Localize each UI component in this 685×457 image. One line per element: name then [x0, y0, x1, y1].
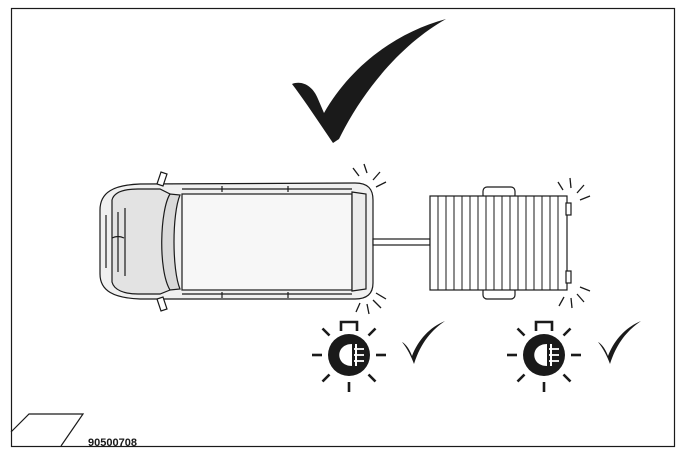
van-top-view-icon — [99, 171, 374, 312]
van-light-flash-marks — [352, 163, 387, 315]
large-checkmark-icon — [292, 19, 446, 143]
rear-fog-light-icon — [310, 320, 388, 394]
trailer-top-view-icon — [429, 186, 572, 300]
trailer-drawbar — [372, 238, 431, 246]
rear-fog-light-icon — [505, 320, 583, 394]
figure-frame — [10, 7, 676, 448]
checkmark-icon — [402, 321, 445, 364]
figure-corner-tab — [10, 413, 85, 447]
trailer-light-flash-marks — [557, 177, 591, 309]
checkmark-icon — [598, 321, 641, 364]
reference-code: 90500708 — [88, 437, 137, 449]
